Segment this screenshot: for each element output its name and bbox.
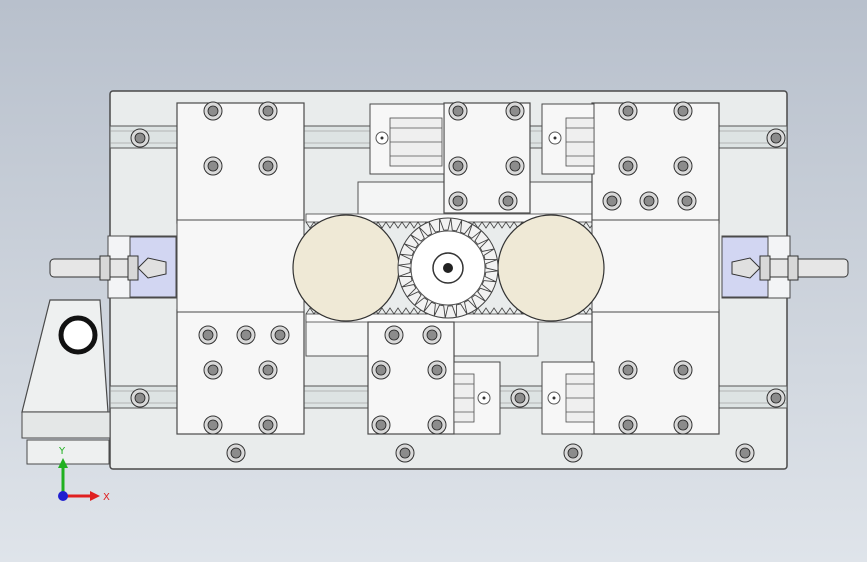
carriage-bottom-left[interactable] [453,361,501,435]
carriage-top-left[interactable] [369,103,445,175]
bolt-icon [203,156,223,176]
bolt-icon [618,415,638,435]
bolt-icon [130,128,150,148]
bolt-icon [448,101,468,121]
bolt-icon [198,325,218,345]
pinion-gear-icon[interactable] [397,217,499,319]
bolt-icon [735,443,755,463]
carriage-top-right[interactable] [541,103,595,175]
gear-teeth [397,217,499,319]
bolt-icon [371,360,391,380]
bolt-icon [563,443,583,463]
bolt-icon [427,415,447,435]
bolt-icon [203,101,223,121]
bolt-icon [510,388,530,408]
bolt-icon [203,360,223,380]
bolt-icon [427,360,447,380]
bolt-icon [505,101,525,121]
y-axis-label: Y [58,446,66,457]
bolt-icon [602,191,622,211]
bolt-icon [270,325,290,345]
left-upper-slider-block[interactable] [176,102,305,224]
bolt-icon [618,101,638,121]
bolt-icon [673,156,693,176]
bolt-icon [258,101,278,121]
bolt-icon [505,156,525,176]
coordinate-triad-icon: Y X [58,446,110,503]
left-roller-icon[interactable] [292,214,400,322]
bolt-icon [618,156,638,176]
bolt-icon [448,156,468,176]
bolt-icon [258,415,278,435]
bolt-icon [677,191,697,211]
bolt-icon [395,443,415,463]
carriage-bottom-right[interactable] [541,361,595,435]
bolt-icon [371,415,391,435]
right-roller-icon[interactable] [497,214,605,322]
right-slider-web[interactable] [591,219,720,313]
bolt-icon [130,388,150,408]
bolt-icon [258,156,278,176]
bolt-icon [673,415,693,435]
bolt-icon [203,415,223,435]
bolt-layer [130,101,786,463]
bolt-icon [422,325,442,345]
bolt-icon [618,360,638,380]
right-lower-slider-block[interactable] [591,309,720,435]
bolt-icon [384,325,404,345]
bolt-icon [766,128,786,148]
bolt-icon [448,191,468,211]
bolt-icon [673,101,693,121]
bolt-icon [766,388,786,408]
left-pin-icon[interactable] [49,255,167,281]
bolt-icon [236,325,256,345]
bolt-icon [673,360,693,380]
x-axis-label: X [103,492,110,503]
bolt-icon [498,191,518,211]
right-pin-icon[interactable] [731,255,849,281]
left-slider-web[interactable] [176,219,305,313]
left-mount-bracket[interactable] [21,299,111,465]
bolt-icon [226,443,246,463]
bolt-icon [639,191,659,211]
bolt-icon [258,360,278,380]
